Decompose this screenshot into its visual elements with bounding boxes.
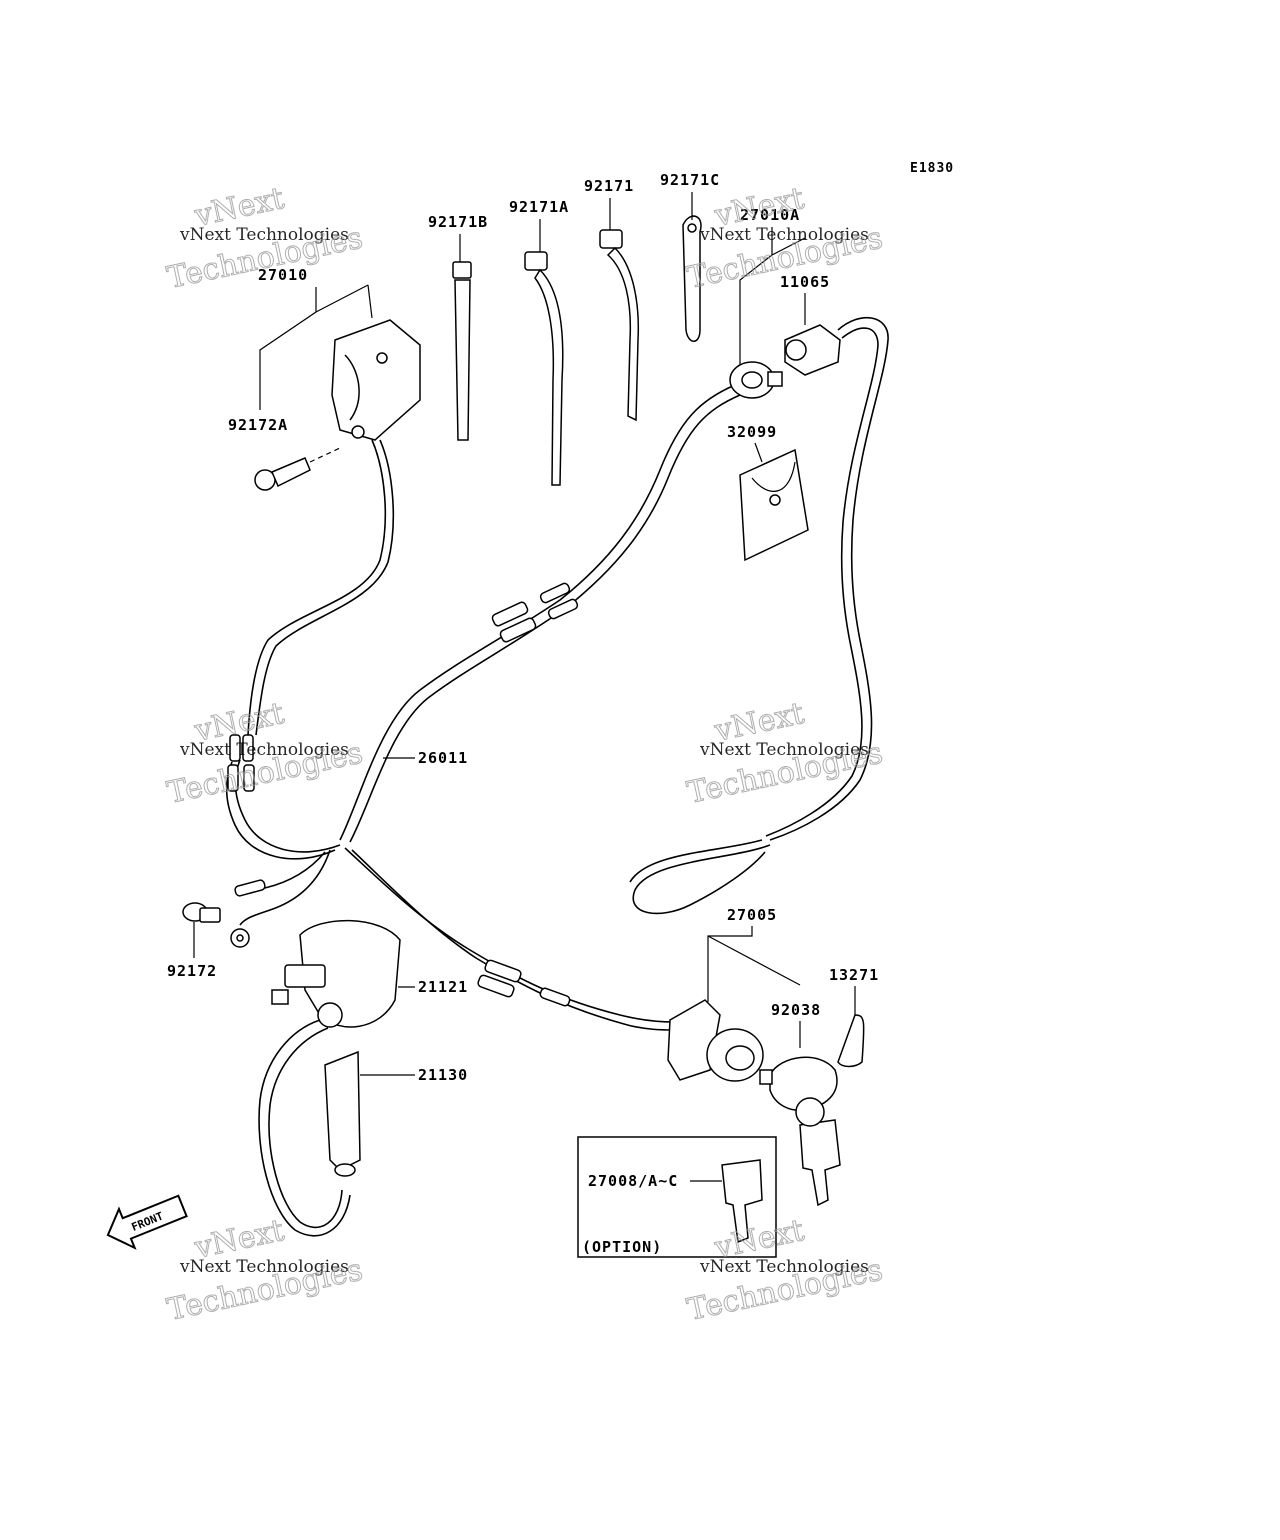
label-92172: 92172: [167, 962, 217, 980]
labels: 27010 92172A 92171B 92171A 92171 92171C …: [167, 171, 879, 1084]
screw-92172A: [254, 447, 341, 491]
label-27008: 27008/A~C: [588, 1172, 678, 1190]
label-92171B: 92171B: [428, 213, 488, 231]
label-27010: 27010: [258, 266, 308, 284]
key-92038: [759, 1056, 841, 1207]
label-11065: 11065: [780, 273, 830, 291]
watermarks: vNext vNext Technologies Technologies vN…: [164, 180, 886, 1328]
watermark-line: vNext Technologies: [179, 225, 349, 245]
bag-32099: [739, 448, 809, 562]
option-box: 27008/A~C (OPTION): [577, 1136, 777, 1258]
label-92038: 92038: [771, 1001, 821, 1019]
plug-cap: [324, 1050, 361, 1177]
watermark-line: vNext Technologies: [179, 740, 349, 760]
watermark-line: vNext Technologies: [699, 225, 869, 245]
handlebar-switch: [247, 319, 421, 736]
tie-92171: [599, 229, 640, 422]
label-27010A: 27010A: [740, 206, 800, 224]
switch-11065: [629, 316, 889, 915]
label-26011: 26011: [418, 749, 468, 767]
label-27005: 27005: [727, 906, 777, 924]
watermark-line: vNext Technologies: [699, 740, 869, 760]
watermark-line: vNext Technologies: [699, 1257, 869, 1277]
diagram-code: E1830: [910, 161, 954, 176]
label-21121: 21121: [418, 978, 468, 996]
label-92171: 92171: [584, 177, 634, 195]
watermark-line: vNext Technologies: [179, 1257, 349, 1277]
label-13271: 13271: [829, 966, 879, 984]
ignition-switch: [667, 999, 764, 1082]
ignition-coil: [258, 919, 401, 1237]
tie-92171B: [452, 261, 472, 441]
label-92172A: 92172A: [228, 416, 288, 434]
wire-harness: [225, 384, 741, 1031]
label-92171C: 92171C: [660, 171, 720, 189]
part-13271: [837, 1014, 865, 1068]
option-label: (OPTION): [582, 1238, 662, 1256]
screw-92172: [182, 902, 221, 923]
label-32099: 32099: [727, 423, 777, 441]
kill-switch: [729, 361, 783, 399]
front-arrow: FRONT: [106, 1194, 188, 1250]
label-21130: 21130: [418, 1066, 468, 1084]
label-92171A: 92171A: [509, 198, 569, 216]
tie-92171A: [524, 251, 564, 486]
